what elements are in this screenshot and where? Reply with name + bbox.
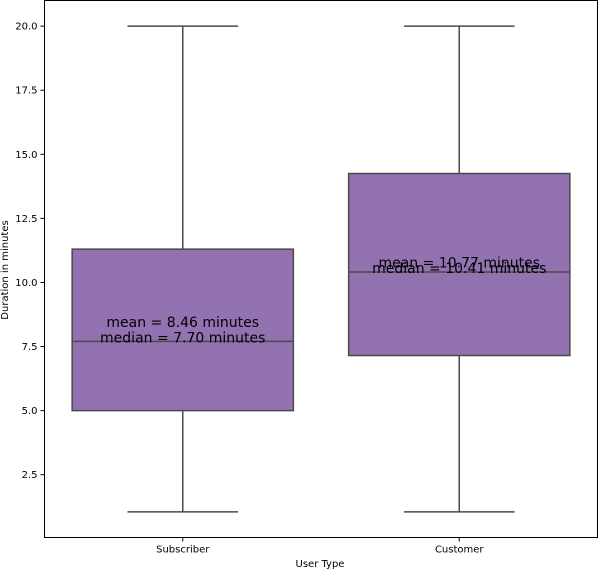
median-annotation: median = 7.70 minutes bbox=[100, 330, 265, 346]
iqr-box bbox=[71, 248, 295, 412]
mean-annotation: mean = 8.46 minutes bbox=[106, 315, 259, 331]
y-tick-label: 2.5 bbox=[22, 470, 38, 481]
y-ticks: 2.5 5.0 7.5 10.0 12.5 15.0 17.5 20.0 bbox=[15, 22, 45, 481]
y-tick-label: 10.0 bbox=[15, 278, 37, 289]
iqr-box bbox=[347, 172, 571, 357]
y-tick-label: 17.5 bbox=[15, 86, 37, 97]
y-axis-label: Duration in minutes bbox=[0, 220, 11, 319]
x-ticks: Subscriber Customer bbox=[156, 537, 484, 556]
median-annotation: median = 10.41 minutes bbox=[372, 261, 546, 277]
mean-annotation: mean = 10.77 minutes bbox=[378, 256, 540, 272]
x-axis-label: User Type bbox=[296, 559, 345, 569]
y-tick-label: 12.5 bbox=[15, 214, 37, 225]
y-tick-label: 15.0 bbox=[15, 150, 37, 161]
x-tick-label: Subscriber bbox=[156, 545, 210, 556]
boxes-layer bbox=[71, 25, 571, 513]
y-tick-label: 7.5 bbox=[22, 342, 38, 353]
y-tick-label: 5.0 bbox=[22, 406, 38, 417]
box-subscriber bbox=[71, 25, 295, 513]
box-customer bbox=[347, 25, 571, 513]
x-tick-label: Customer bbox=[435, 545, 484, 556]
y-tick-label: 20.0 bbox=[15, 22, 37, 33]
